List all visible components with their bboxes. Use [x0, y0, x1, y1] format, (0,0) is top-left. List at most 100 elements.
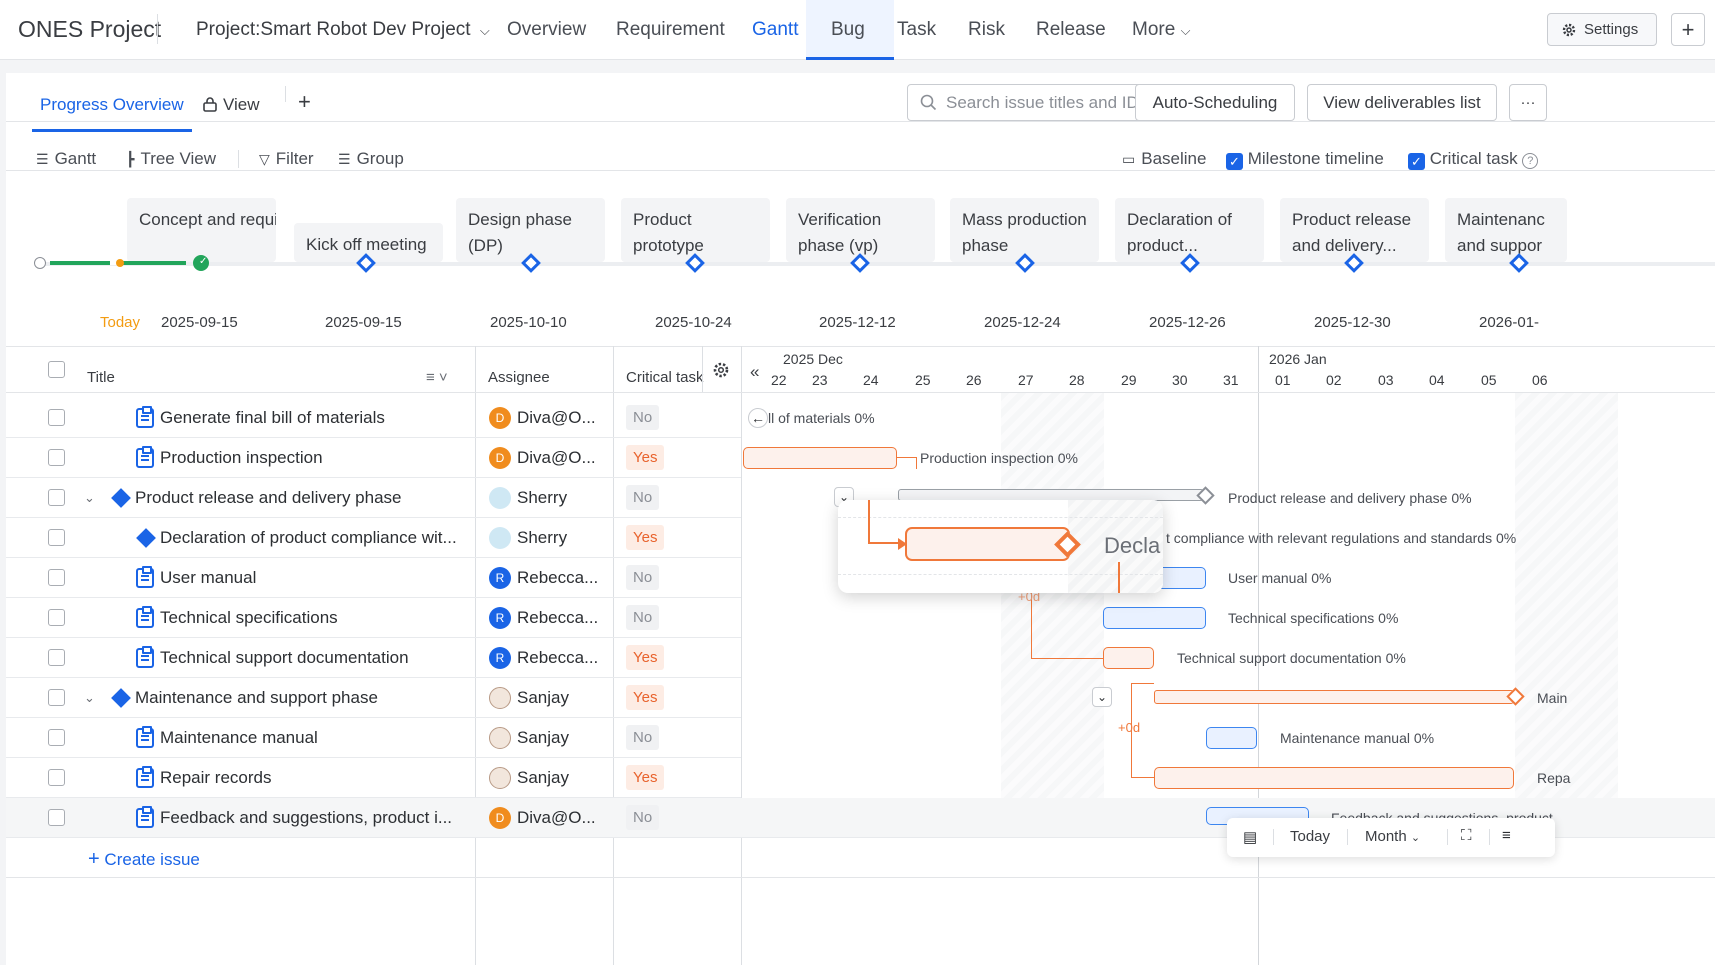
- table-row[interactable]: Repair records Sanjay Yes: [6, 758, 741, 798]
- gantt-summary-bar-critical[interactable]: [1154, 690, 1514, 704]
- collapse-left-icon[interactable]: «: [750, 362, 760, 381]
- milestone-card[interactable]: Maintenanc and suppor: [1445, 198, 1567, 262]
- scroll-to-bar-icon[interactable]: ←: [748, 408, 768, 428]
- milestone-timeline-toggle[interactable]: ✓ Milestone timeline: [1226, 149, 1384, 170]
- issue-title[interactable]: Declaration of product compliance wit...: [160, 528, 457, 547]
- auto-scheduling-button[interactable]: Auto-Scheduling: [1135, 84, 1295, 121]
- table-row[interactable]: ⌄ Product release and delivery phase She…: [6, 478, 741, 518]
- row-checkbox[interactable]: [48, 729, 65, 746]
- table-row[interactable]: Technical support documentation R Rebecc…: [6, 638, 741, 678]
- row-checkbox[interactable]: [48, 609, 65, 626]
- add-view-button[interactable]: +: [298, 89, 311, 114]
- gantt-bar-critical[interactable]: [1154, 767, 1514, 789]
- gantt-bar-label: Feedback and suggestions, product: [1331, 810, 1553, 820]
- assignee-name[interactable]: Rebecca...: [517, 568, 599, 587]
- table-row[interactable]: Declaration of product compliance wit...…: [6, 518, 741, 558]
- tab-gantt[interactable]: Gantt: [752, 19, 799, 40]
- tab-task[interactable]: Task: [897, 19, 937, 40]
- row-checkbox[interactable]: [48, 649, 65, 666]
- issue-title[interactable]: Product release and delivery phase: [135, 488, 402, 507]
- gantt-bar-critical[interactable]: [1103, 647, 1154, 669]
- assignee-name[interactable]: Sanjay: [517, 728, 569, 747]
- settings-sliders-icon[interactable]: ≡: [1502, 827, 1511, 844]
- baseline-button[interactable]: ▭Baseline: [1122, 149, 1206, 169]
- table-row[interactable]: Technical specifications R Rebecca... No: [6, 598, 741, 638]
- create-issue-button[interactable]: + Create issue: [88, 848, 200, 871]
- dependency-line: [868, 500, 904, 544]
- sort-icon[interactable]: ≡ ˅: [426, 369, 448, 386]
- filter-button[interactable]: ▽Filter: [259, 149, 314, 169]
- group-button[interactable]: ☰Group: [338, 149, 404, 169]
- row-checkbox[interactable]: [48, 809, 65, 826]
- row-checkbox[interactable]: [48, 529, 65, 546]
- tab-release[interactable]: Release: [1036, 19, 1106, 40]
- assignee-name[interactable]: Sherry: [517, 528, 568, 547]
- export-image-icon[interactable]: ▤: [1243, 829, 1258, 846]
- tab-requirement[interactable]: Requirement: [616, 19, 725, 40]
- issue-title[interactable]: Generate final bill of materials: [160, 408, 385, 427]
- issue-title[interactable]: Technical specifications: [160, 608, 338, 627]
- gantt-bar-critical[interactable]: [743, 447, 897, 469]
- milestone-card[interactable]: Concept and requirements...: [127, 198, 276, 262]
- tab-more[interactable]: More ⌵: [1132, 19, 1190, 41]
- tab-overview[interactable]: Overview: [507, 19, 587, 40]
- assignee-name[interactable]: Sanjay: [517, 688, 569, 707]
- table-row[interactable]: User manual R Rebecca... No: [6, 558, 741, 598]
- milestone-card[interactable]: Product prototype phas...: [621, 198, 770, 262]
- milestone-card[interactable]: Product release and delivery...: [1280, 198, 1429, 262]
- table-row[interactable]: ⌄ Maintenance and support phase Sanjay Y…: [6, 678, 741, 718]
- milestone-card[interactable]: Verification phase (vp): [786, 198, 935, 262]
- milestone-card[interactable]: Kick off meeting: [294, 223, 443, 262]
- issue-title[interactable]: Technical support documentation: [160, 648, 409, 667]
- select-all-checkbox[interactable]: [48, 361, 65, 378]
- expand-chevron-icon[interactable]: ⌄: [84, 690, 95, 705]
- row-checkbox[interactable]: [48, 489, 65, 506]
- issue-title[interactable]: Maintenance and support phase: [135, 688, 378, 707]
- gantt-bar[interactable]: [1103, 607, 1206, 629]
- gantt-view-button[interactable]: ☰Gantt: [36, 149, 96, 169]
- critical-task-toggle[interactable]: ✓ Critical task ?: [1408, 149, 1539, 170]
- row-checkbox[interactable]: [48, 409, 65, 426]
- table-row[interactable]: Generate final bill of materials D Diva@…: [6, 398, 741, 438]
- fullscreen-icon[interactable]: ⛶: [1461, 827, 1472, 844]
- milestone-card[interactable]: Design phase (DP): [456, 198, 605, 262]
- tree-view-button[interactable]: ┣Tree View: [126, 149, 216, 169]
- expand-chevron-icon[interactable]: ⌄: [84, 490, 95, 505]
- add-button[interactable]: +: [1671, 13, 1705, 46]
- tab-view[interactable]: View: [203, 95, 260, 115]
- assignee-name[interactable]: Sanjay: [517, 768, 569, 787]
- issue-title[interactable]: Repair records: [160, 768, 272, 787]
- search-input[interactable]: Search issue titles and IDs: [907, 84, 1221, 121]
- time-scale-select[interactable]: Month ⌄: [1365, 828, 1420, 845]
- assignee-name[interactable]: Diva@O...: [517, 448, 596, 467]
- tab-bug[interactable]: Bug: [831, 19, 865, 40]
- assignee-name[interactable]: Diva@O...: [517, 408, 596, 427]
- row-checkbox[interactable]: [48, 689, 65, 706]
- gear-icon[interactable]: [712, 361, 730, 379]
- assignee-name[interactable]: Diva@O...: [517, 808, 596, 827]
- tab-progress-overview[interactable]: Progress Overview: [40, 95, 184, 114]
- gantt-bar[interactable]: [1206, 727, 1257, 749]
- issue-title[interactable]: Feedback and suggestions, product i...: [160, 808, 453, 827]
- help-icon[interactable]: ?: [1522, 153, 1539, 169]
- milestone-card[interactable]: Declaration of product...: [1115, 198, 1264, 262]
- issue-title[interactable]: Maintenance manual: [160, 728, 318, 747]
- tab-risk[interactable]: Risk: [968, 19, 1005, 40]
- today-button[interactable]: Today: [1290, 828, 1331, 845]
- table-row[interactable]: Maintenance manual Sanjay No: [6, 718, 741, 758]
- row-checkbox[interactable]: [48, 769, 65, 786]
- milestone-card[interactable]: Mass production phase: [950, 198, 1099, 262]
- collapse-toggle-icon[interactable]: ⌄: [1092, 687, 1112, 707]
- more-options-button[interactable]: ···: [1509, 84, 1547, 121]
- project-selector[interactable]: Project:Smart Robot Dev Project ⌵: [196, 19, 490, 41]
- row-checkbox[interactable]: [48, 449, 65, 466]
- row-checkbox[interactable]: [48, 569, 65, 586]
- assignee-name[interactable]: Rebecca...: [517, 608, 599, 627]
- issue-title[interactable]: Production inspection: [160, 448, 323, 467]
- assignee-name[interactable]: Sherry: [517, 488, 568, 507]
- view-deliverables-button[interactable]: View deliverables list: [1307, 84, 1497, 121]
- settings-button[interactable]: Settings: [1547, 13, 1657, 46]
- table-row[interactable]: Production inspection D Diva@O... Yes: [6, 438, 741, 478]
- assignee-name[interactable]: Rebecca...: [517, 648, 599, 667]
- issue-title[interactable]: User manual: [160, 568, 257, 587]
